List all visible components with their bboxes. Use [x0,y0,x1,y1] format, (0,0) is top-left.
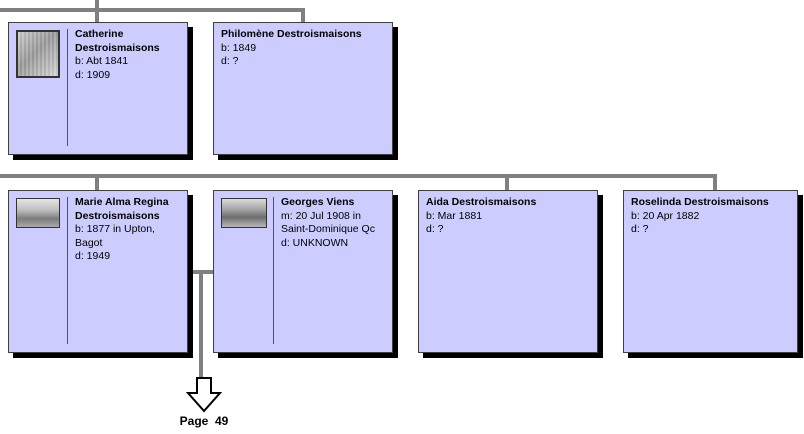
card-divider [273,197,274,344]
child-connector [199,270,203,378]
person-card-georges-viens[interactable]: Georges Viens m: 20 Jul 1908 in Saint-Do… [213,190,393,353]
death-info: d: ? [221,55,239,67]
person-photo [16,30,60,78]
page-number-label: Page 49 [179,414,229,428]
person-name: Georges Viens [281,196,355,208]
death-info: d: ? [631,223,649,235]
person-name: Marie Alma Regina Destroismaisons [75,196,169,222]
person-name: Aida Destroismaisons [426,196,537,208]
person-photo [16,198,60,228]
marriage-info: m: 20 Jul 1908 in Saint-Dominique Qc [281,209,375,236]
death-info: d: 1909 [75,68,111,81]
person-card-catherine[interactable]: Catherine Destroismaisons b: Abt 1841 d:… [8,22,188,155]
connector-top-drop-1 [95,0,99,24]
connector-row2-drop-4 [713,174,717,190]
death-info: d: 1949 [75,250,111,262]
birth-info: b: Mar 1881 [426,209,483,222]
person-card-philomene[interactable]: Philomène Destroismaisons b: 1849 d: ? [213,22,393,155]
card-divider [67,29,68,146]
person-name: Roselinda Destroismaisons [631,196,769,208]
card-divider [67,197,68,344]
birth-info: b: 20 Apr 1882 [631,209,700,222]
connector-row2-drop-1 [95,174,99,190]
death-info: d: UNKNOWN [281,236,349,249]
connector-top-horizontal [0,8,305,12]
person-name: Catherine Destroismaisons [75,28,160,54]
connector-row2-drop-3 [505,174,509,190]
page-reference[interactable]: Page 49 [176,377,232,428]
person-card-aida[interactable]: Aida Destroismaisons b: Mar 1881 d: ? [418,190,598,353]
birth-info: b: 1877 in Upton, Bagot [75,223,155,249]
down-arrow-icon [186,377,222,413]
birth-info: b: 1849 [221,41,257,54]
person-photo [221,198,267,228]
connector-top-drop-2 [301,8,305,24]
death-info: d: ? [426,223,444,235]
birth-info: b: Abt 1841 [75,55,129,67]
person-name: Philomène Destroismaisons [221,28,362,40]
person-card-marie-alma-regina[interactable]: Marie Alma Regina Destroismaisons b: 187… [8,190,188,353]
person-card-roselinda[interactable]: Roselinda Destroismaisons b: 20 Apr 1882… [623,190,798,353]
connector-row2-horizontal [0,174,717,178]
